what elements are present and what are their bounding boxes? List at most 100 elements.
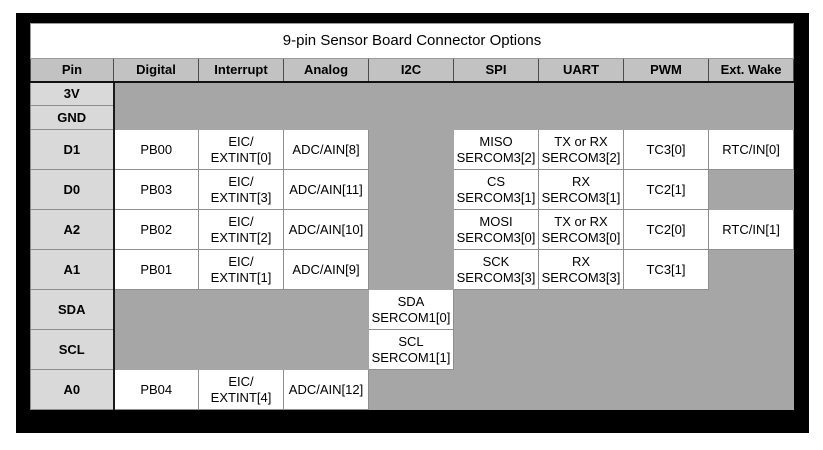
empty-cell — [198, 81, 284, 106]
empty-cell — [368, 369, 454, 410]
cell-pwm: TC2[1] — [623, 169, 709, 210]
cell-analog: ADC/AIN[9] — [283, 249, 369, 290]
cell-i2c: SDA SERCOM1[0] — [368, 289, 454, 330]
empty-cell — [368, 105, 454, 130]
pin-cell: SDA — [30, 289, 115, 330]
column-header-interrupt: Interrupt — [198, 58, 284, 83]
cell-ext-wake: RTC/IN[0] — [707, 129, 795, 170]
empty-cell — [198, 329, 284, 370]
empty-cell — [623, 329, 709, 370]
pin-cell: A1 — [30, 249, 115, 290]
table-row-a0: A0 PB04 EIC/ EXTINT[4] ADC/AIN[12] — [30, 369, 795, 410]
column-header-digital: Digital — [113, 58, 199, 83]
table-row-gnd: GND — [30, 105, 795, 130]
empty-cell — [113, 329, 199, 370]
empty-cell — [707, 81, 795, 106]
pin-cell: GND — [30, 105, 115, 130]
empty-cell — [538, 81, 624, 106]
pin-cell: D0 — [30, 169, 115, 210]
empty-cell — [538, 105, 624, 130]
column-header-analog: Analog — [283, 58, 369, 83]
column-header-ext-wake: Ext. Wake — [707, 58, 795, 83]
connector-options-table: 9-pin Sensor Board Connector Options Pin… — [29, 23, 795, 410]
empty-cell — [538, 289, 624, 330]
table-header-row: Pin Digital Interrupt Analog I2C SPI UAR… — [30, 58, 795, 83]
empty-cell — [707, 105, 795, 130]
pin-cell: A2 — [30, 209, 115, 250]
cell-interrupt: EIC/ EXTINT[4] — [198, 369, 284, 410]
empty-cell — [283, 329, 369, 370]
column-header-pwm: PWM — [623, 58, 709, 83]
cell-analog: ADC/AIN[11] — [283, 169, 369, 210]
empty-cell — [707, 289, 795, 330]
table-row-scl: SCL SCL SERCOM1[1] — [30, 329, 795, 370]
empty-cell — [623, 81, 709, 106]
table-title-row: 9-pin Sensor Board Connector Options — [29, 23, 795, 59]
column-header-pin: Pin — [30, 58, 114, 83]
cell-analog: ADC/AIN[8] — [283, 129, 369, 170]
cell-digital: PB00 — [113, 129, 199, 170]
empty-cell — [368, 81, 454, 106]
cell-uart: TX or RX SERCOM3[2] — [538, 129, 624, 170]
empty-cell — [283, 105, 369, 130]
empty-cell — [538, 369, 624, 410]
table-row-a1: A1 PB01 EIC/ EXTINT[1] ADC/AIN[9] SCK SE… — [30, 249, 795, 290]
empty-cell — [368, 129, 454, 170]
empty-cell — [453, 329, 539, 370]
empty-cell — [623, 289, 709, 330]
empty-cell — [453, 369, 539, 410]
column-header-i2c: I2C — [368, 58, 454, 83]
table-row-sda: SDA SDA SERCOM1[0] — [30, 289, 795, 330]
pin-cell: A0 — [30, 369, 115, 410]
cell-interrupt: EIC/ EXTINT[1] — [198, 249, 284, 290]
cell-spi: CS SERCOM3[1] — [453, 169, 539, 210]
cell-pwm: TC3[1] — [623, 249, 709, 290]
table-row-d0: D0 PB03 EIC/ EXTINT[3] ADC/AIN[11] CS SE… — [30, 169, 795, 210]
empty-cell — [113, 105, 199, 130]
column-header-uart: UART — [538, 58, 624, 83]
empty-cell — [707, 169, 795, 210]
empty-cell — [368, 209, 454, 250]
empty-cell — [113, 81, 199, 106]
empty-cell — [623, 369, 709, 410]
empty-cell — [283, 289, 369, 330]
cell-pwm: TC3[0] — [623, 129, 709, 170]
cell-uart: RX SERCOM3[1] — [538, 169, 624, 210]
table-title: 9-pin Sensor Board Connector Options — [29, 23, 795, 59]
empty-cell — [707, 329, 795, 370]
cell-digital: PB01 — [113, 249, 199, 290]
cell-interrupt: EIC/ EXTINT[3] — [198, 169, 284, 210]
cell-analog: ADC/AIN[12] — [283, 369, 369, 410]
empty-cell — [707, 369, 795, 410]
pin-cell: 3V — [30, 81, 115, 106]
empty-cell — [283, 81, 369, 106]
column-header-spi: SPI — [453, 58, 539, 83]
table-row-3v: 3V — [30, 81, 795, 106]
empty-cell — [368, 249, 454, 290]
cell-uart: TX or RX SERCOM3[0] — [538, 209, 624, 250]
cell-spi: MISO SERCOM3[2] — [453, 129, 539, 170]
empty-cell — [453, 81, 539, 106]
cell-ext-wake: RTC/IN[1] — [707, 209, 795, 250]
cell-digital: PB02 — [113, 209, 199, 250]
cell-pwm: TC2[0] — [623, 209, 709, 250]
empty-cell — [198, 105, 284, 130]
table-row-d1: D1 PB00 EIC/ EXTINT[0] ADC/AIN[8] MISO S… — [30, 129, 795, 170]
cell-interrupt: EIC/ EXTINT[2] — [198, 209, 284, 250]
cell-digital: PB04 — [113, 369, 199, 410]
empty-cell — [453, 105, 539, 130]
cell-analog: ADC/AIN[10] — [283, 209, 369, 250]
black-frame: 9-pin Sensor Board Connector Options Pin… — [16, 13, 809, 433]
empty-cell — [198, 289, 284, 330]
cell-digital: PB03 — [113, 169, 199, 210]
cell-uart: RX SERCOM3[3] — [538, 249, 624, 290]
empty-cell — [368, 169, 454, 210]
cell-i2c: SCL SERCOM1[1] — [368, 329, 454, 370]
pin-cell: D1 — [30, 129, 115, 170]
table-row-a2: A2 PB02 EIC/ EXTINT[2] ADC/AIN[10] MOSI … — [30, 209, 795, 250]
empty-cell — [113, 289, 199, 330]
empty-cell — [538, 329, 624, 370]
cell-spi: MOSI SERCOM3[0] — [453, 209, 539, 250]
cell-spi: SCK SERCOM3[3] — [453, 249, 539, 290]
empty-cell — [453, 289, 539, 330]
